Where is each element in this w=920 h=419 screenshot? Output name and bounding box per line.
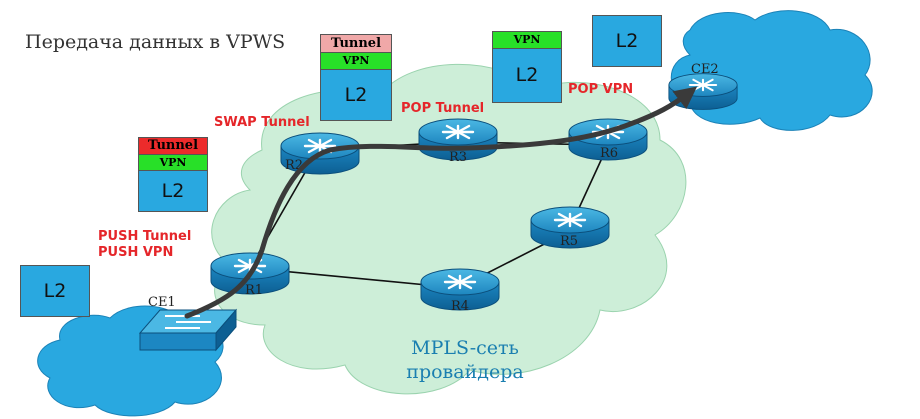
packet-ce2-side: L2 [592, 15, 662, 67]
page-title: Передача данных в VPWS [25, 31, 286, 53]
data-path-arrow [184, 86, 698, 319]
router-label-r3: R3 [449, 150, 467, 165]
annotation-push-tunnel: PUSH Tunnel [98, 229, 192, 244]
router-label-r6: R6 [600, 146, 618, 161]
mpls-cloud-label-line1: MPLS-сеть [411, 337, 519, 359]
packet-l2-header: L2 [593, 16, 661, 66]
annotation-pop-vpn: POP VPN [568, 82, 634, 97]
packet-vpn-label: VPN [139, 155, 207, 171]
annotation-push-vpn: PUSH VPN [98, 245, 174, 260]
packet-l2-header: L2 [321, 70, 391, 120]
packet-tunnel-label: Tunnel [321, 35, 391, 53]
router-icon-ce2 [668, 72, 738, 111]
switch-icon-ce1 [138, 308, 238, 352]
packet-after-r1: Tunnel VPN L2 [138, 137, 208, 212]
packet-ce1-side: L2 [20, 265, 90, 317]
router-label-r5: R5 [560, 234, 578, 249]
packet-after-r3: VPN L2 [492, 31, 562, 103]
packet-vpn-label: VPN [493, 32, 561, 49]
router-label-r1: R1 [245, 283, 263, 298]
annotation-swap-tunnel: SWAP Tunnel [214, 115, 310, 130]
packet-l2-header: L2 [139, 171, 207, 211]
packet-vpn-label: VPN [321, 53, 391, 70]
annotation-pop-tunnel: POP Tunnel [401, 101, 485, 116]
mpls-cloud-label: MPLS-сеть провайдера [395, 336, 535, 384]
router-label-ce2: CE2 [691, 62, 719, 77]
switch-label-ce1: CE1 [148, 295, 176, 310]
packet-l2-header: L2 [21, 266, 89, 316]
packet-l2-header: L2 [493, 49, 561, 102]
packet-tunnel-label: Tunnel [139, 138, 207, 155]
packet-after-r2: Tunnel VPN L2 [320, 34, 392, 121]
router-label-r4: R4 [451, 299, 469, 314]
mpls-cloud-label-line2: провайдера [406, 361, 524, 383]
